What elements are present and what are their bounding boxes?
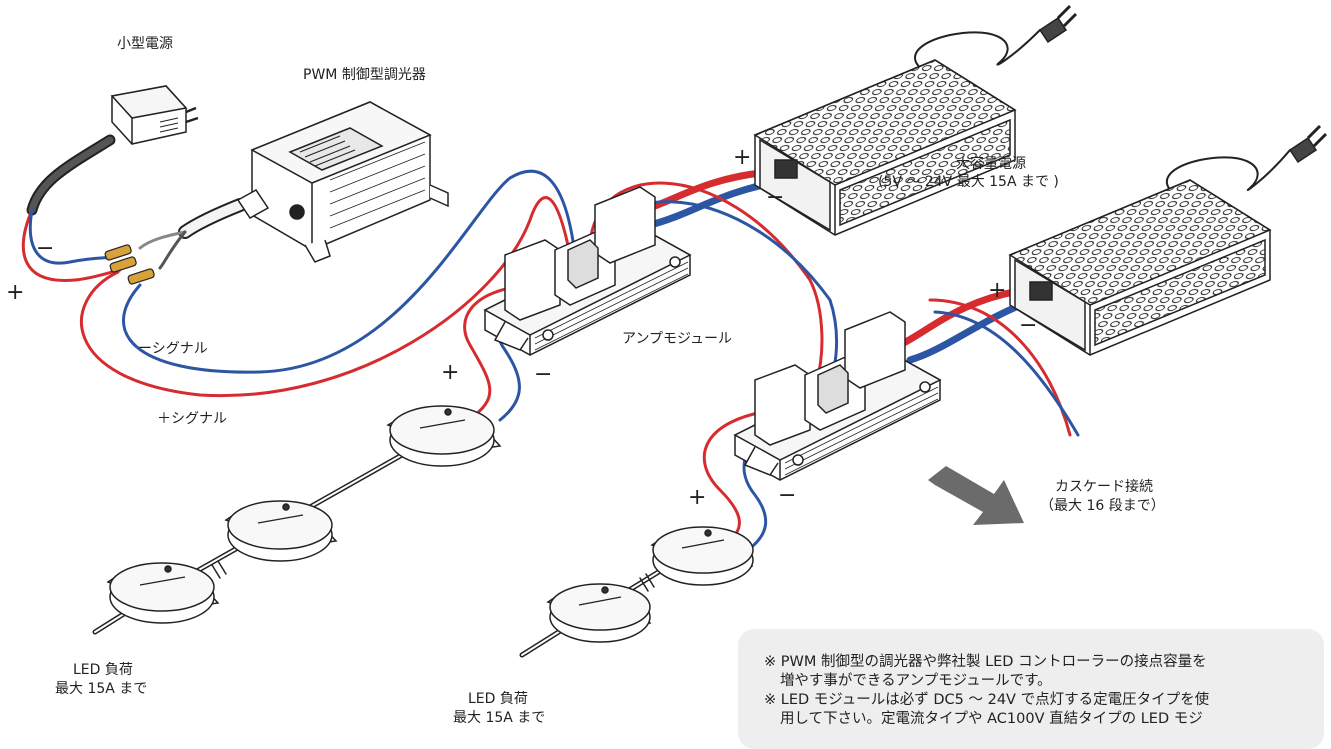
minus-signal-wire [122, 169, 577, 374]
dimmer-gray-wire [158, 230, 187, 270]
big-psu-title: 大容量電源 [956, 156, 1026, 172]
amp1-plus-sign: + [441, 360, 460, 385]
note-line-1: ※ PWM 制御型の調光器や弊社製 LED コントローラーの接点容量を [764, 654, 1207, 670]
led-load-2-spec: 最大 15A まで [453, 710, 546, 726]
minus-signal-label: ーシグナル [138, 341, 208, 357]
psu2-red-wire [896, 286, 1029, 349]
led-module-1c [106, 562, 220, 624]
led1-break-mark [211, 560, 227, 579]
amp-module-2 [733, 311, 942, 481]
amp-module-label: アンプモジュール [622, 331, 733, 347]
big-psu-spec: (5V ～ 24V 最大 15A まで ) [878, 174, 1059, 190]
led1-red-wire [463, 283, 532, 417]
amp2-out-blue [933, 310, 1080, 437]
cascade-arrow [928, 466, 1024, 525]
big-psu-1 [753, 4, 1078, 236]
small-psu-minus-sign: − [36, 236, 55, 261]
pwm-dimmer-label: PWM 制御型調光器 [303, 67, 426, 83]
psu2-minus-sign: − [1019, 313, 1038, 338]
amp-module-1 [483, 186, 692, 356]
led-module-2b [546, 583, 652, 643]
small-psu [110, 85, 199, 145]
small-psu-plus-sign: + [6, 280, 25, 305]
wiring-diagram [21, 4, 1328, 658]
note-line-3: ※ LED モジュールは必ず DC5 ～ 24V で点灯する定電圧タイプを使 [764, 692, 1210, 708]
led-load-1-title: LED 負荷 [73, 662, 133, 678]
led-module-1b [224, 500, 338, 562]
note-line-4: 用して下さい。定電流タイプや AC100V 直結タイプの LED モジ [779, 711, 1203, 727]
led2-red-wire [702, 408, 777, 547]
big-psu-2 [1008, 124, 1328, 356]
amp1-minus-sign: − [534, 362, 553, 387]
led2-break-mark [639, 573, 655, 592]
amp2-plus-sign: + [688, 485, 707, 510]
cascade-spec: （最大 16 段まで） [1040, 498, 1165, 514]
psu1-mains-cable [914, 29, 1041, 83]
psu2-mains-cable [1165, 149, 1291, 206]
psu2-plus-sign: + [988, 278, 1007, 303]
plus-signal-wire [80, 196, 572, 398]
psu1-minus-sign: − [766, 185, 785, 210]
led-load-1-spec: 最大 15A まで [55, 681, 148, 697]
small-psu-red-wire [21, 208, 122, 282]
led-load-2-title: LED 負荷 [468, 691, 528, 707]
dimmer-cable-core [180, 200, 245, 237]
pwm-dimmer [236, 101, 449, 263]
plus-signal-label: ＋シグナル [157, 411, 227, 427]
dimmer-white-wire [138, 230, 187, 250]
crimp-connectors [104, 244, 155, 285]
psu1-plus-sign: + [733, 145, 752, 170]
led-module-1a [386, 405, 502, 467]
small-psu-cable-core [28, 136, 114, 214]
amp2-minus-sign: − [778, 483, 797, 508]
notes-box: ※ PWM 制御型の調光器や弊社製 LED コントローラーの接点容量を 増やす事… [738, 629, 1324, 749]
note-line-2: 増やす事ができるアンプモジュールです。 [779, 673, 1052, 689]
small-psu-blue-wire [28, 208, 117, 265]
led-module-2a [650, 526, 754, 586]
cascade-title: カスケード接続 [1055, 479, 1153, 495]
led2-lead-cable-core [521, 627, 566, 656]
small-psu-label: 小型電源 [117, 36, 173, 52]
